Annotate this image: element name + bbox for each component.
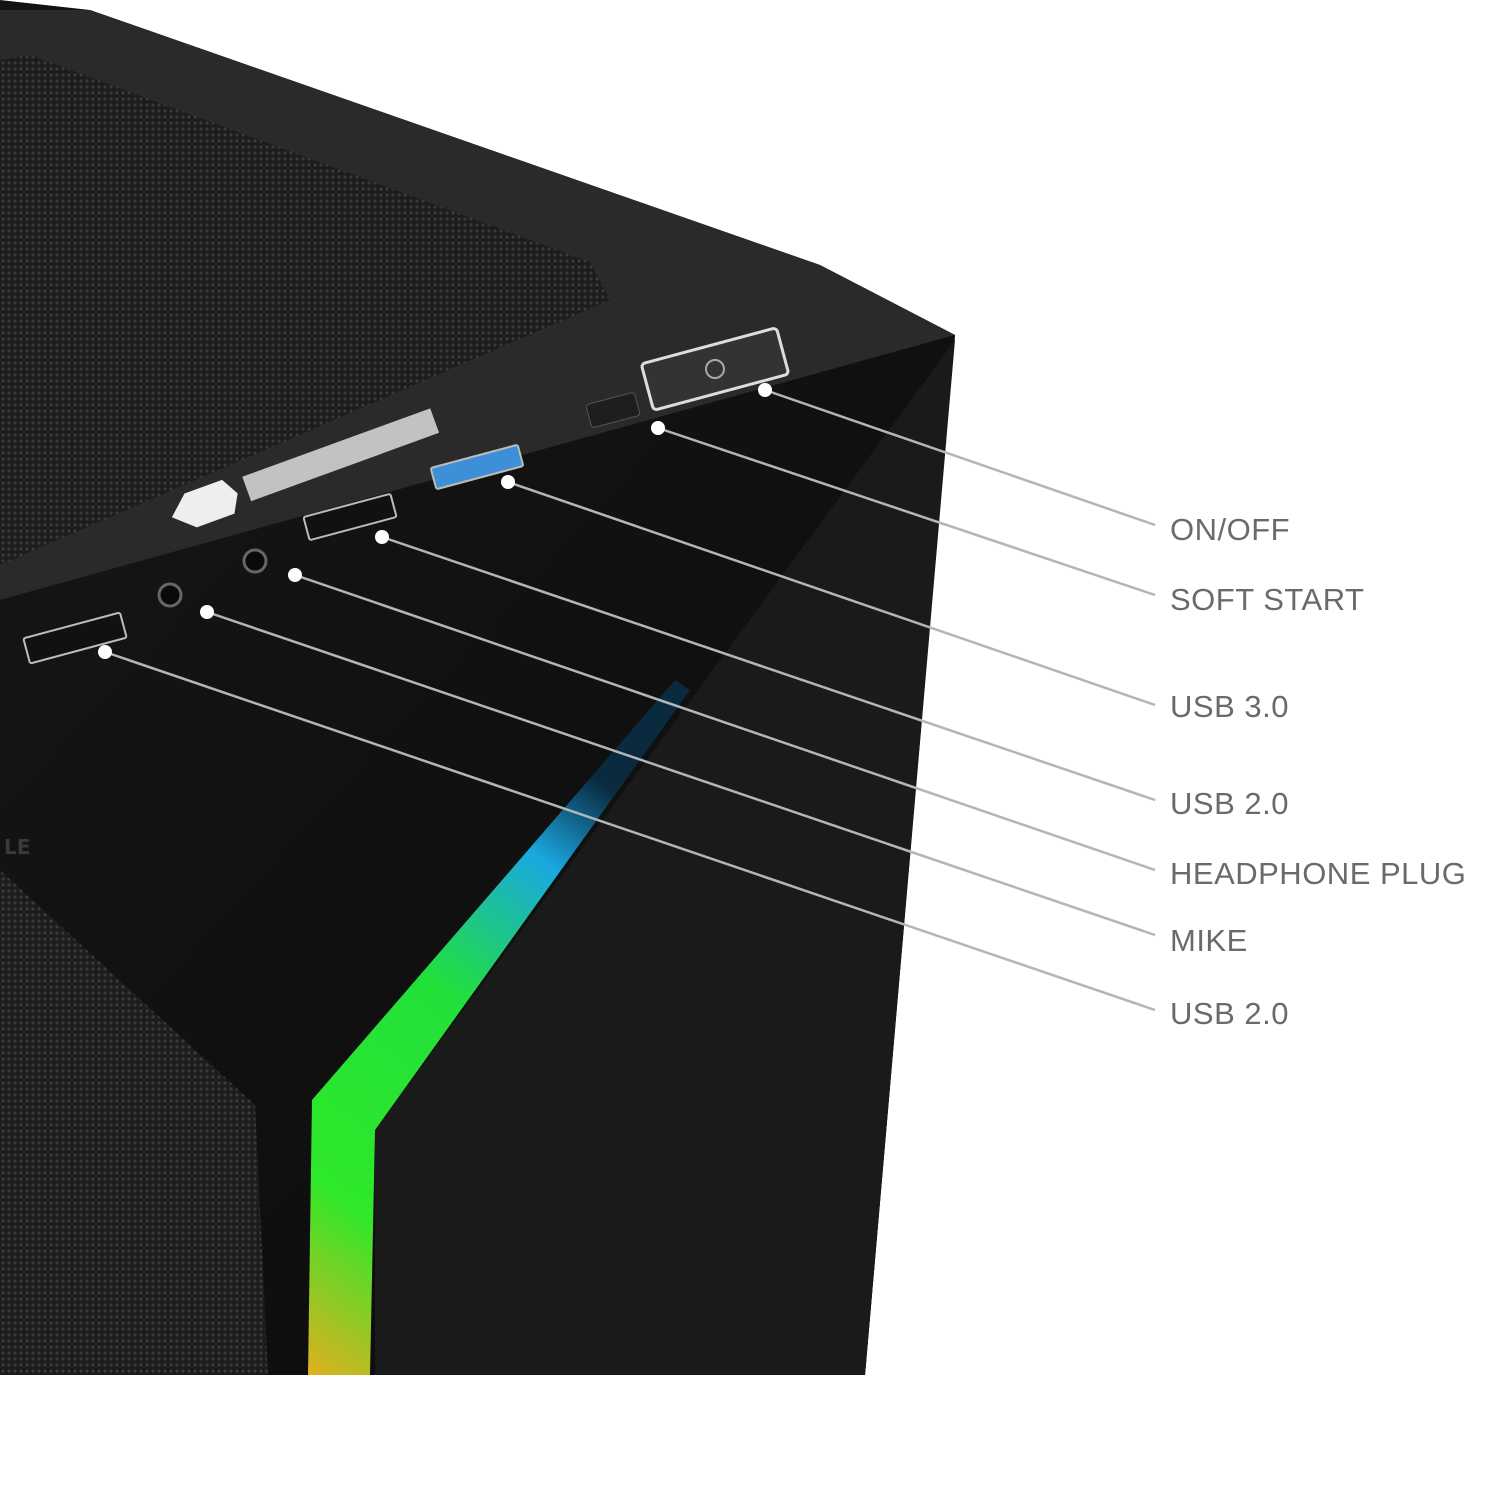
front-right-panel — [375, 340, 955, 1375]
callout-dot — [98, 645, 112, 659]
reset-button[interactable] — [585, 392, 641, 428]
usb3-port[interactable] — [430, 444, 524, 490]
callout-label-on-off: ON/OFF — [1170, 512, 1291, 547]
power-icon — [705, 359, 725, 379]
rgb-light-strip — [308, 680, 690, 1375]
mic-jack[interactable] — [157, 582, 183, 608]
leader-line — [104, 650, 1156, 1012]
brand-logo — [171, 408, 440, 528]
front-mesh — [0, 870, 268, 1375]
callout-label-headphone: HEADPHONE PLUG — [1170, 856, 1467, 891]
callout-dot — [288, 568, 302, 582]
callout-label-usb3: USB 3.0 — [1170, 689, 1289, 724]
leader-line — [507, 480, 1156, 707]
callout-label-usb2: USB 2.0 — [1170, 786, 1289, 821]
callout-dot — [758, 383, 772, 397]
power-button[interactable] — [640, 327, 790, 411]
headphone-jack[interactable] — [242, 548, 268, 574]
top-mesh — [0, 55, 610, 565]
callout-dot — [200, 605, 214, 619]
watermark: LE — [4, 835, 31, 859]
callout-dot — [375, 530, 389, 544]
leader-line — [381, 535, 1156, 802]
callout-dot — [651, 421, 665, 435]
callout-dot — [501, 475, 515, 489]
leader-line — [206, 610, 1156, 937]
callout-label-usb2-bottom: USB 2.0 — [1170, 996, 1289, 1031]
callout-label-mike: MIKE — [1170, 923, 1248, 958]
usb2-port-top[interactable] — [302, 493, 398, 541]
leader-line — [294, 573, 1156, 872]
leader-line — [657, 426, 1156, 597]
leader-line — [764, 388, 1156, 527]
usb2-port-bottom[interactable] — [22, 611, 128, 665]
callout-label-soft-start: SOFT START — [1170, 582, 1365, 617]
leader-lines — [98, 383, 1156, 1012]
